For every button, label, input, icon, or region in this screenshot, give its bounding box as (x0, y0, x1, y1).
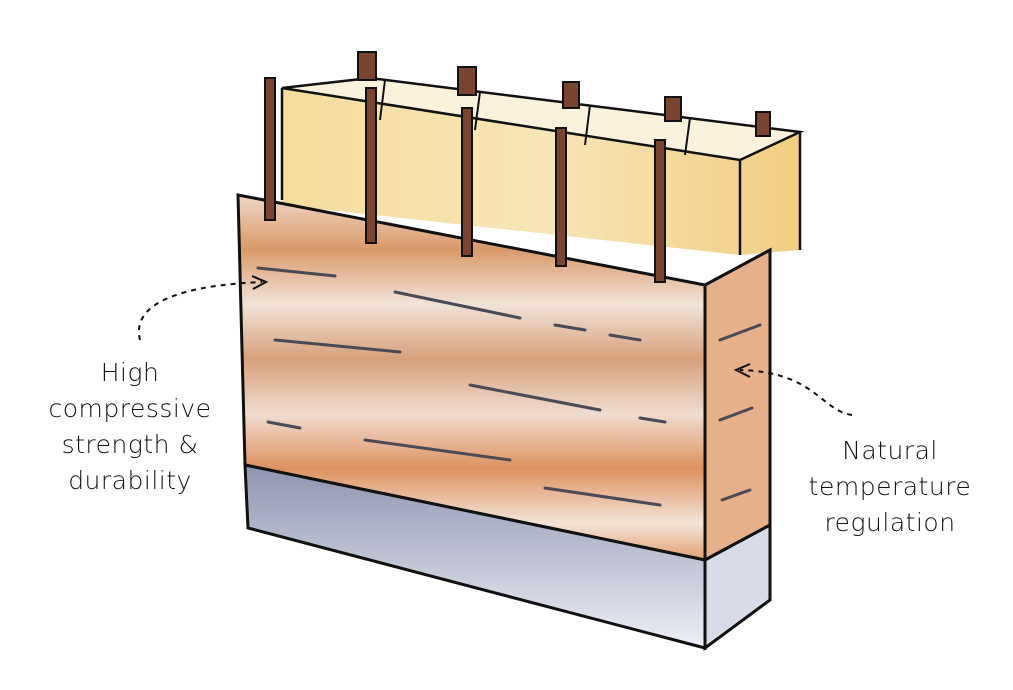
timber-formwork (280, 76, 805, 255)
formwork-stakes (264, 51, 771, 283)
annotation-line: High (100, 358, 160, 387)
annotation-line: temperature (808, 472, 972, 501)
left-annotation-arrow (137, 281, 263, 341)
annotation-line: strength & (61, 430, 199, 459)
wall-side-base (703, 522, 772, 651)
annotation-line: Natural (842, 436, 938, 465)
annotation-compressive-strength: High compressive strength & durability (30, 355, 230, 499)
annotation-line: compressive (48, 394, 212, 423)
annotation-line: regulation (824, 508, 956, 537)
right-arrowhead-icon (733, 363, 751, 378)
left-arrowhead-icon (251, 275, 269, 290)
wall-side-face (703, 247, 772, 563)
right-annotation-arrow (739, 369, 853, 416)
layer-lines (256, 266, 762, 507)
annotation-temperature-regulation: Natural temperature regulation (790, 433, 990, 541)
annotation-line: durability (68, 466, 192, 495)
